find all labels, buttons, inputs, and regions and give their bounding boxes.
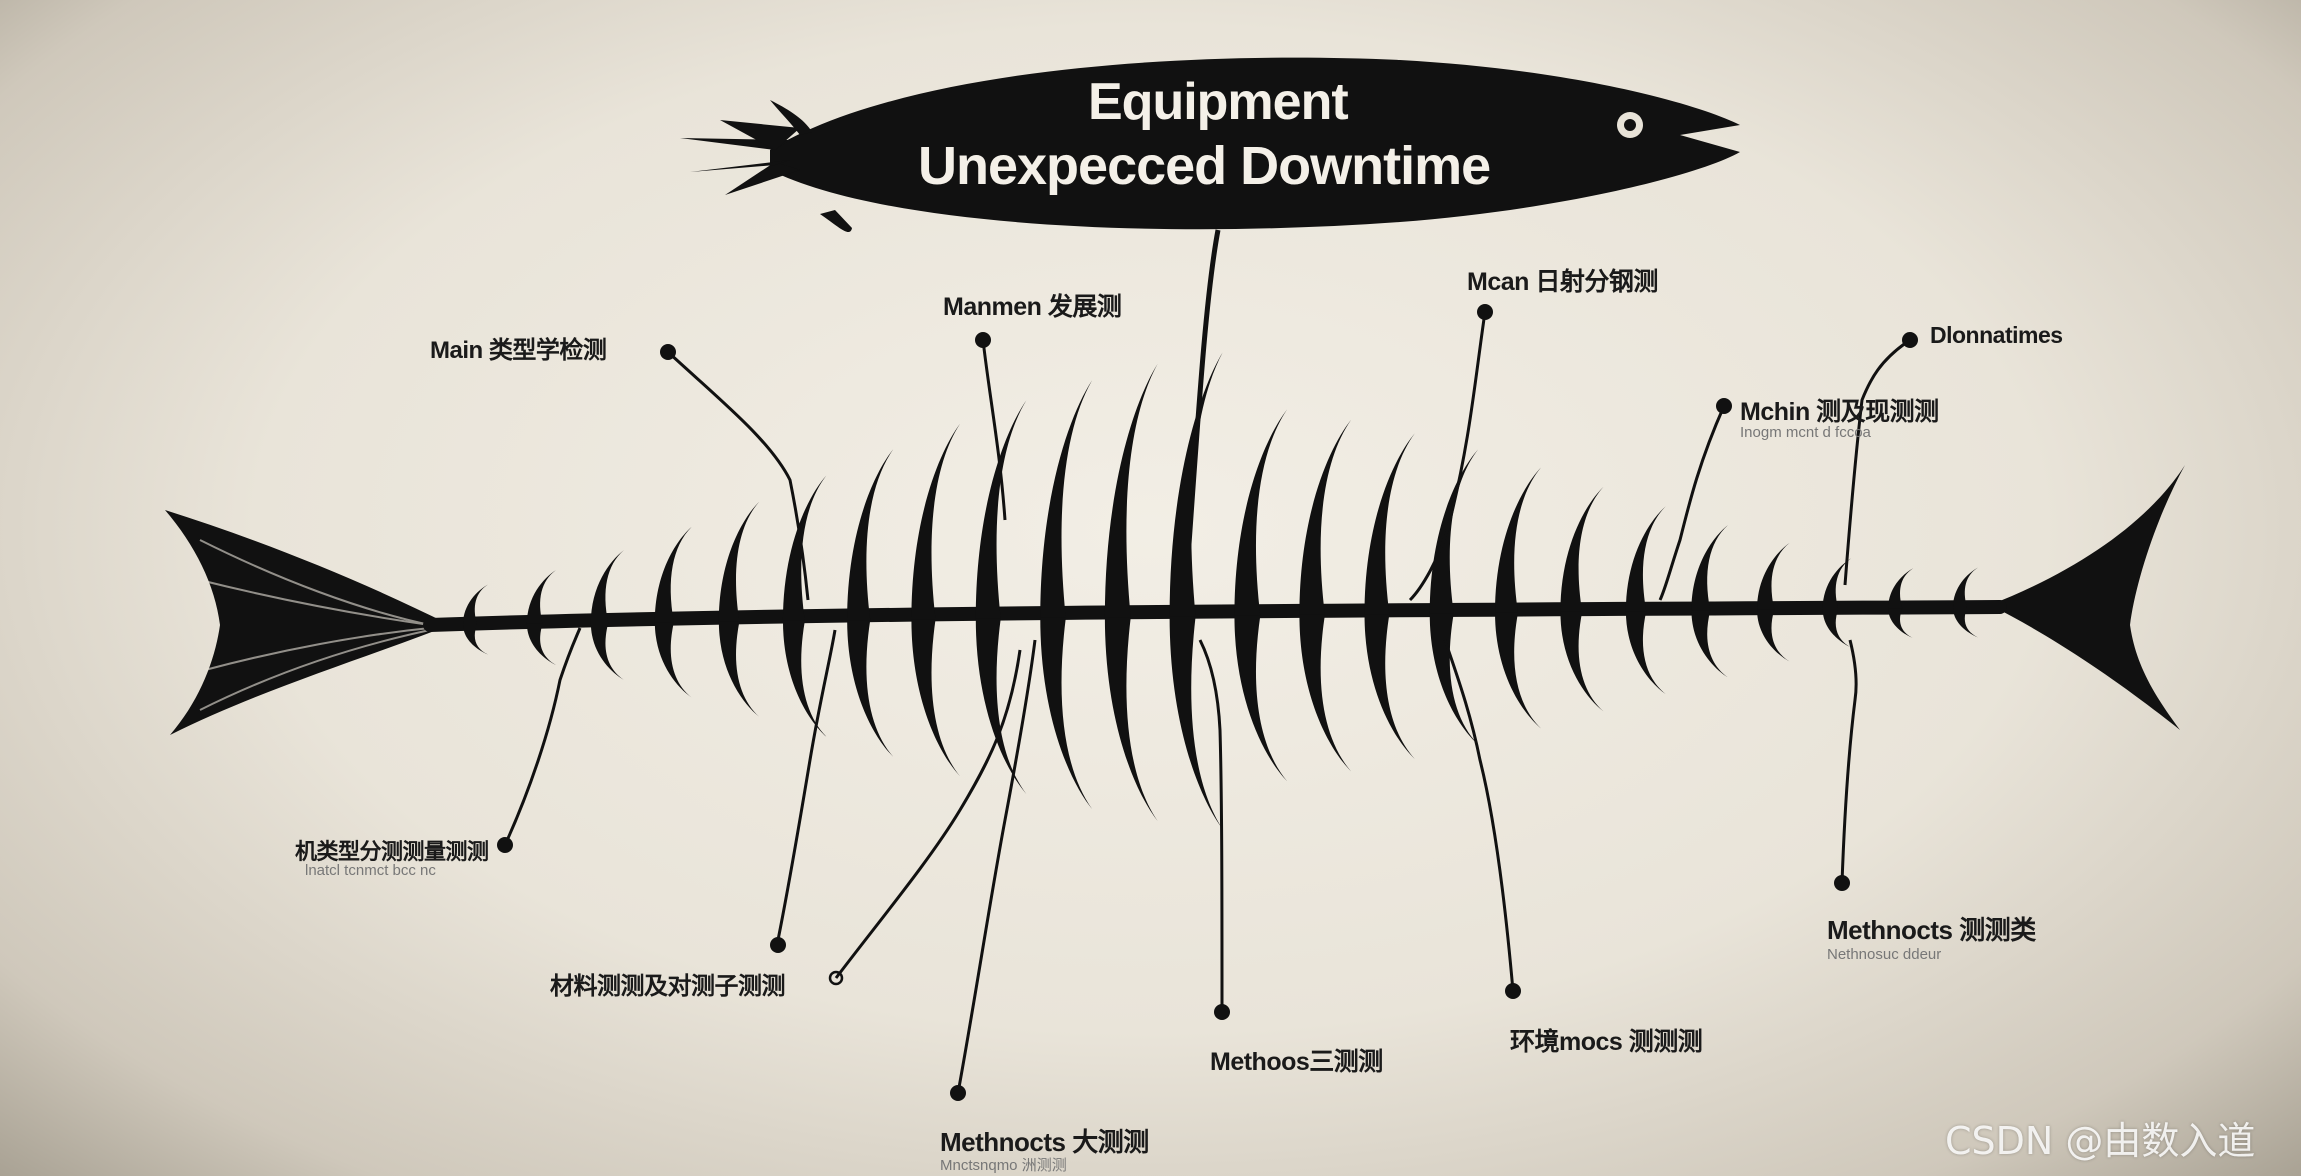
label-right-machine: Mchin 测及现测测 — [1740, 398, 1939, 426]
label-methods-bottom-sub: Mnctsnqmo 洲测测 — [940, 1157, 1067, 1174]
label-material: 材料测测及对测子测测 — [550, 973, 786, 1000]
label-top-left-man: Main 类型学检测 — [430, 337, 607, 364]
rib-lower — [654, 622, 692, 698]
rib-lower — [782, 620, 827, 737]
rib-lower — [1560, 611, 1604, 712]
rib-upper — [1560, 486, 1604, 612]
label-left-machine: 机类型分测测量测测 — [295, 839, 489, 864]
watermark: CSDN @由数入道 — [1945, 1119, 2256, 1163]
leader-dots — [497, 304, 1918, 1101]
rib-lower — [1757, 609, 1790, 662]
label-environment: 环境mocs 测测测 — [1510, 1028, 1703, 1056]
right-fin — [1990, 465, 2185, 730]
rib-lower — [1169, 616, 1223, 829]
rib-upper — [847, 449, 894, 621]
rib-upper — [1104, 363, 1158, 618]
label-methods-right-sub: Nethnosuc ddeur — [1827, 946, 1942, 963]
rib-lower — [463, 624, 488, 655]
rib-upper — [1429, 449, 1479, 614]
rib-lower — [1495, 612, 1542, 729]
rib-lower — [911, 619, 961, 777]
rib-upper — [1953, 567, 1978, 608]
rib-upper — [1625, 506, 1666, 612]
label-left-machine-sub: lnatcl tcnmct bcc nc — [305, 862, 436, 879]
rib-lower — [526, 623, 556, 665]
rib-upper — [526, 570, 556, 624]
rib-lower — [1625, 611, 1666, 695]
rib-upper — [1234, 409, 1288, 616]
rib-upper — [782, 475, 827, 621]
rib-upper — [1169, 352, 1223, 617]
leader-lines — [503, 311, 1911, 1094]
rib-upper — [911, 423, 961, 620]
rib-upper — [1888, 568, 1914, 609]
label-right-machine-sub: Inogm mcnt d fccoa — [1740, 424, 1871, 441]
problem-head — [680, 57, 1740, 233]
rib-upper — [1691, 525, 1728, 611]
head-title-line2: Unexpecced Downtime — [918, 136, 1491, 196]
label-top-mcan: Mcan 日射分钢测 — [1467, 268, 1658, 296]
rib-lower — [975, 618, 1027, 794]
label-top-manmen: Manmen 发展测 — [943, 293, 1122, 321]
rib-lower — [847, 620, 894, 757]
rib-lower — [1888, 608, 1914, 639]
rib-upper — [718, 501, 760, 622]
rib-upper — [590, 550, 624, 624]
rib-upper — [463, 584, 488, 625]
rib-lower — [1299, 614, 1352, 772]
head-title-line1: Equipment — [1088, 73, 1349, 131]
rib-upper — [1822, 558, 1852, 609]
rib-lower — [1234, 615, 1288, 782]
rib-upper — [1495, 467, 1542, 613]
rib-lower — [590, 623, 624, 680]
rib-upper — [975, 400, 1027, 619]
label-methods-bottom: Methnocts 大测测 — [940, 1127, 1149, 1157]
label-methods-right: Methnocts 测测类 — [1827, 915, 2036, 945]
rib-lower — [1364, 614, 1415, 760]
rib-upper — [1040, 380, 1093, 618]
rib-lower — [1691, 610, 1728, 678]
rib-lower — [1104, 617, 1158, 822]
rib-lower — [1429, 613, 1479, 745]
rib-upper — [1757, 542, 1790, 610]
rib-lower — [1953, 607, 1978, 638]
ribs — [463, 352, 1978, 829]
rib-upper — [1299, 419, 1352, 615]
label-top-right-downtime: Dlonnatimes — [1930, 322, 2063, 348]
rib-lower — [1040, 617, 1093, 810]
rib-upper — [654, 527, 692, 623]
rib-lower — [1822, 608, 1852, 648]
rib-lower — [718, 621, 760, 717]
rib-upper — [1364, 433, 1415, 615]
label-methods-center: Methoos三测测 — [1210, 1048, 1383, 1076]
tail-fin — [165, 510, 450, 735]
